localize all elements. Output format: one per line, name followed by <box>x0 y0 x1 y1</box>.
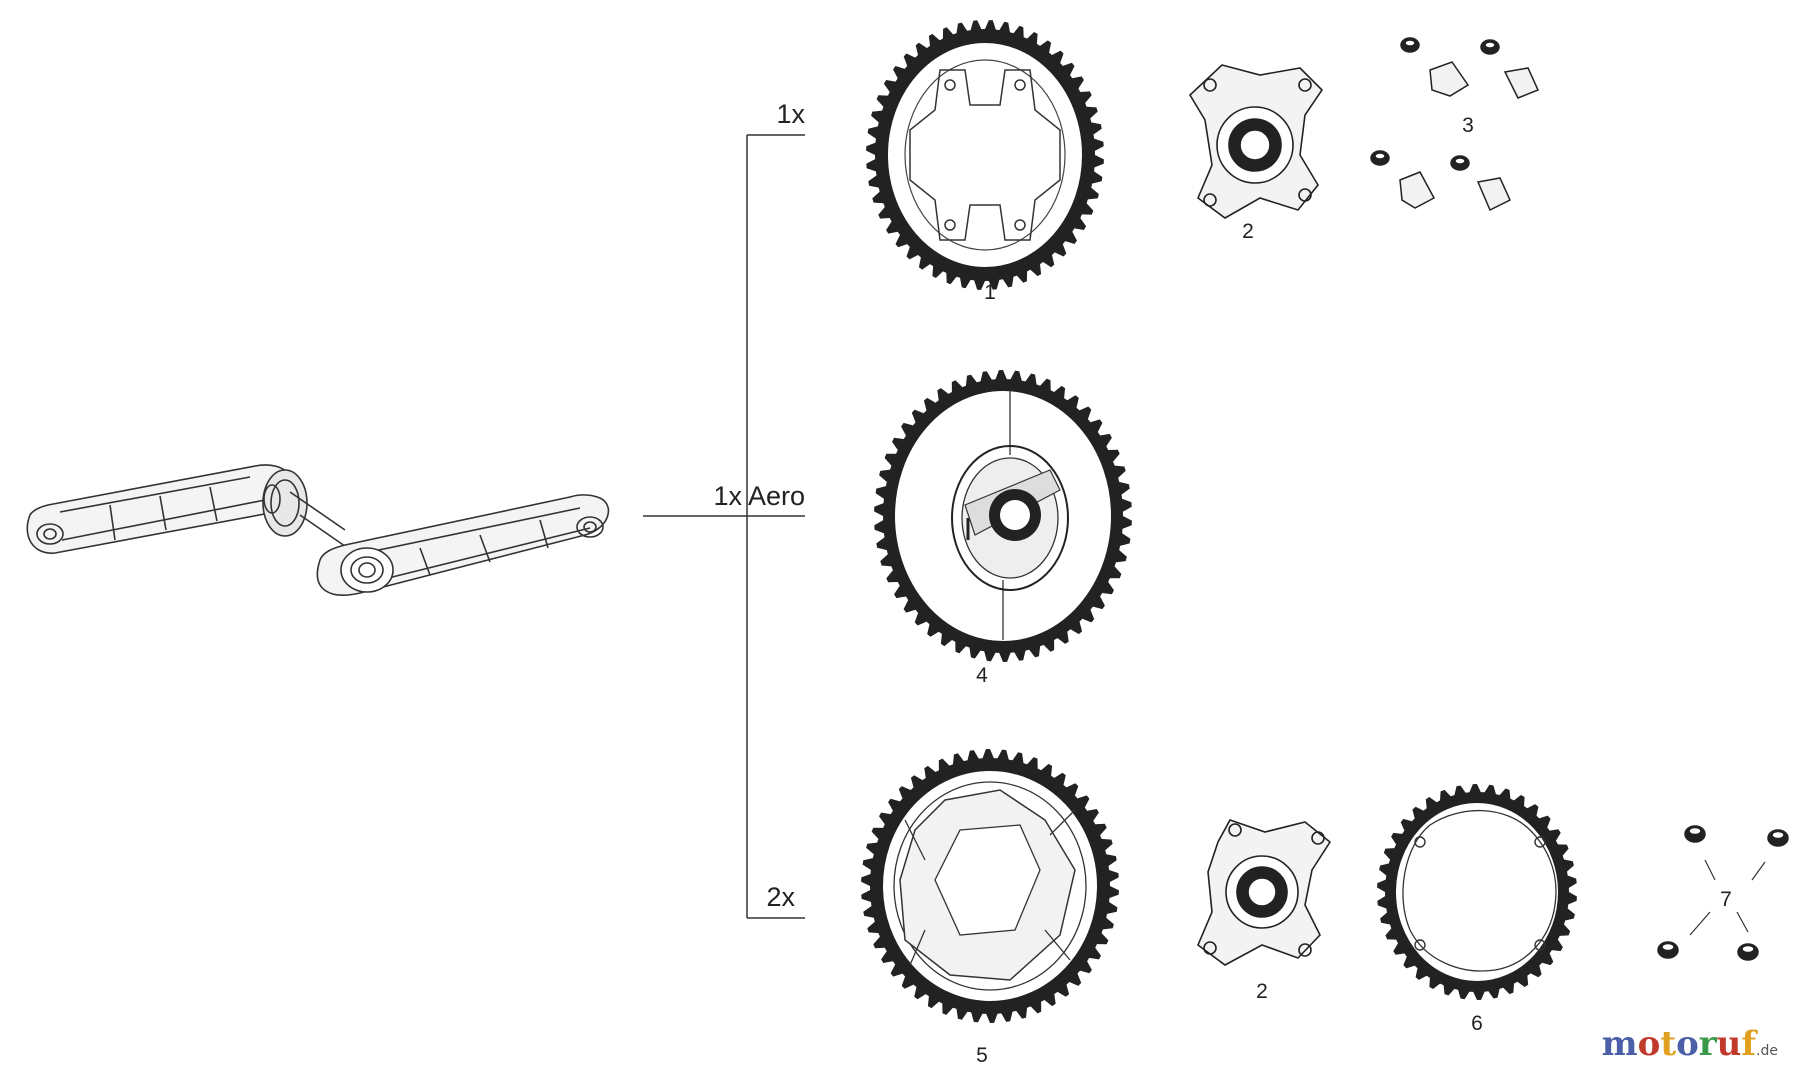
bolts-and-caps <box>1370 37 1540 212</box>
part-number-2-bottom: 2 <box>1256 980 1268 1003</box>
part-number-6: 6 <box>1471 1012 1483 1035</box>
watermark-logo: motoruf.de <box>1602 1024 1778 1064</box>
chainring-2x-inner <box>1377 784 1577 1000</box>
variant-bracket <box>643 134 805 919</box>
variant-label-2x: 2x <box>766 882 795 912</box>
watermark-letters: motoruf <box>1602 1024 1756 1064</box>
watermark-letter: f <box>1741 1024 1757 1064</box>
spider-bottom <box>1197 819 1332 966</box>
watermark-letter: t <box>1660 1024 1677 1064</box>
bolts-set <box>1657 825 1789 961</box>
part-number-1: 1 <box>984 281 996 304</box>
watermark-letter: o <box>1676 1024 1699 1064</box>
chainring-2x-outer <box>861 749 1119 1023</box>
spider-top <box>1188 64 1324 219</box>
chainring-1x <box>866 20 1104 290</box>
variant-label-1x: 1x <box>776 99 805 129</box>
part-number-5: 5 <box>976 1044 988 1067</box>
watermark-letter: o <box>1637 1024 1661 1064</box>
variant-label-1x-aero: 1x Aero <box>713 481 805 511</box>
part-number-3: 3 <box>1462 114 1474 137</box>
watermark-letter: m <box>1601 1024 1638 1064</box>
part-number-4: 4 <box>976 664 988 687</box>
part-number-7: 7 <box>1720 888 1732 911</box>
part-number-2-top: 2 <box>1242 220 1254 243</box>
crankset <box>26 464 610 596</box>
watermark-tld: .de <box>1756 1043 1778 1059</box>
watermark-letter: r <box>1698 1024 1717 1064</box>
watermark-letter: u <box>1716 1024 1742 1064</box>
chainring-aero <box>874 370 1132 662</box>
